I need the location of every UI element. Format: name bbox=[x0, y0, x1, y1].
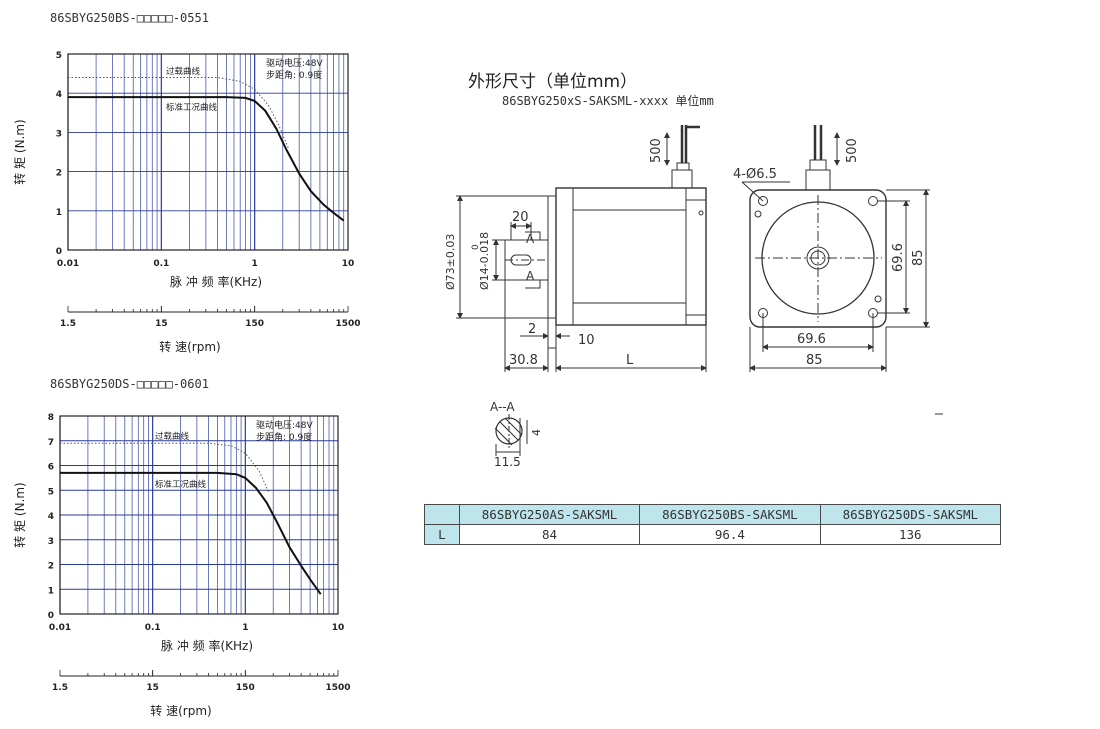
model-length-table: 86SBYG250AS-SAKSML 86SBYG250BS-SAKSML 86… bbox=[424, 504, 1002, 545]
dim-shaft-diameter: Ø14-0.018 bbox=[478, 232, 491, 290]
y-tick-label: 8 bbox=[48, 413, 54, 423]
standard-curve-label: 标准工况曲线 bbox=[155, 479, 207, 490]
chart-title-bs: 86SBYG250BS-□□□□□-0551 bbox=[50, 11, 209, 25]
rpm-tick-label: 150 bbox=[245, 319, 264, 329]
y-tick-label: 1 bbox=[56, 208, 62, 218]
table-row-label: L bbox=[424, 524, 460, 545]
y-tick-label: 3 bbox=[56, 129, 62, 139]
overload-curve-label: 过载曲线 bbox=[155, 431, 190, 442]
rpm-tick-label: 15 bbox=[155, 319, 168, 329]
x-tick-label: 1 bbox=[242, 623, 248, 633]
dim-pilot-diameter: Ø73±0.03 bbox=[444, 234, 457, 290]
x-tick-label: 0.01 bbox=[57, 259, 79, 269]
chart-annotation: 步距角: 0.9度 bbox=[256, 431, 312, 443]
overload-curve bbox=[68, 77, 289, 149]
torque-chart-bs: 0 1 2 3 4 5 0.01 0.1 1 10 脉 冲 频 率(KHz) 转 矩 (N.m) 1.5… bbox=[12, 51, 361, 354]
y-tick-label: 3 bbox=[48, 537, 54, 547]
x-tick-label: 0.01 bbox=[49, 623, 71, 633]
dim-key-depth: 4 bbox=[530, 429, 543, 436]
y-tick-label: 7 bbox=[48, 438, 54, 448]
rpm-tick-label: 150 bbox=[236, 683, 255, 693]
y-tick-label: 0 bbox=[56, 247, 62, 257]
y-tick-label: 2 bbox=[48, 562, 54, 572]
x-tick-label: 10 bbox=[342, 259, 355, 269]
y-tick-label: 4 bbox=[48, 512, 54, 522]
table-cell-as: 84 bbox=[458, 524, 641, 545]
dim-square-horizontal: 85 bbox=[806, 353, 823, 368]
plot-frame bbox=[67, 53, 349, 251]
rpm-tick-label: 1500 bbox=[325, 683, 350, 693]
table-cell-bs: 96.4 bbox=[639, 524, 821, 545]
plot-frame bbox=[59, 415, 339, 615]
y-tick-label: 0 bbox=[48, 611, 54, 621]
table-header-blank bbox=[424, 504, 460, 525]
dim-lead-left: 500 bbox=[649, 138, 664, 163]
dim-flange-thickness: 2 bbox=[528, 322, 536, 337]
chart-title-ds: 86SBYG250DS-□□□□□-0601 bbox=[50, 377, 209, 391]
chart-annotation: 驱动电压:48V bbox=[266, 57, 323, 69]
section-mark-a-bottom: A bbox=[526, 269, 535, 283]
x-tick-label: 0.1 bbox=[153, 259, 169, 269]
dimensions-subtitle: 86SBYG250xS-SAKSML-xxxx 单位mm bbox=[502, 94, 714, 108]
y-tick-label: 6 bbox=[48, 463, 54, 473]
x-axis-label: 脉 冲 频 率(KHz) bbox=[161, 638, 253, 653]
x-tick-label: 10 bbox=[332, 623, 345, 633]
section-a-a bbox=[494, 414, 528, 456]
y-tick-label: 5 bbox=[56, 51, 62, 61]
dim-shaft-tol-upper: 0 bbox=[471, 244, 481, 250]
dim-hole-pitch-horizontal: 69.6 bbox=[797, 332, 826, 347]
y-tick-label: 1 bbox=[48, 586, 54, 596]
front-view bbox=[741, 125, 930, 372]
dim-holes: 4-Ø6.5 bbox=[733, 167, 777, 182]
y-tick-label: 4 bbox=[56, 90, 62, 100]
dim-lead-right: 500 bbox=[845, 138, 860, 163]
dim-body-length: L bbox=[626, 353, 634, 368]
x-axis-label: 脉 冲 频 率(KHz) bbox=[170, 274, 262, 289]
torque-chart-ds: 0 1 2 3 4 5 6 7 8 0.01 0.1 1 10 脉 冲 频 率(KHz) 转 矩 (N.m)… bbox=[12, 413, 351, 718]
rpm-tick-label: 1.5 bbox=[60, 319, 76, 329]
dim-shaft-extension: 30.8 bbox=[509, 353, 538, 368]
dim-flat-width: 11.5 bbox=[494, 455, 521, 469]
dim-square-vertical: 85 bbox=[911, 249, 926, 266]
rpm-tick-label: 1.5 bbox=[52, 683, 68, 693]
x-tick-label: 0.1 bbox=[145, 623, 161, 633]
table-cell-ds: 136 bbox=[819, 524, 1002, 545]
dimensions-title: 外形尺寸（单位mm） bbox=[468, 72, 638, 92]
y-axis-label: 转 矩 (N.m) bbox=[12, 482, 27, 547]
dim-key-length: 20 bbox=[512, 210, 529, 225]
section-mark-a-top: A bbox=[526, 232, 535, 246]
table-header-as: 86SBYG250AS-SAKSML bbox=[458, 504, 641, 525]
rpm-tick-label: 1500 bbox=[335, 319, 360, 329]
chart-annotation: 步距角: 0.9度 bbox=[266, 69, 322, 81]
overload-curve-label: 过载曲线 bbox=[166, 66, 201, 77]
rpm-axis-label: 转 速(rpm) bbox=[159, 339, 220, 354]
rpm-axis-label: 转 速(rpm) bbox=[150, 703, 211, 718]
rpm-tick-label: 15 bbox=[146, 683, 159, 693]
table-header-bs: 86SBYG250BS-SAKSML bbox=[639, 504, 821, 525]
dim-shaft-depth: 10 bbox=[578, 333, 595, 348]
table-header-ds: 86SBYG250DS-SAKSML bbox=[819, 504, 1002, 525]
standard-curve bbox=[68, 96, 345, 222]
y-axis-label: 转 矩 (N.m) bbox=[12, 119, 27, 184]
standard-curve bbox=[60, 471, 322, 595]
chart-plot-area: 0 1 2 3 4 5 6 7 8 0.01 0.1 1 10 脉 冲 频 率(KHz) 转 矩 (N.m)… bbox=[12, 413, 351, 718]
x-tick-label: 1 bbox=[252, 259, 258, 269]
section-a-a-title: A--A bbox=[490, 400, 515, 414]
side-view bbox=[456, 125, 707, 372]
y-tick-label: 5 bbox=[48, 487, 54, 497]
y-tick-label: 2 bbox=[56, 169, 62, 179]
chart-annotation: 驱动电压:48V bbox=[256, 419, 313, 431]
standard-curve-label: 标准工况曲线 bbox=[166, 102, 218, 113]
dim-hole-pitch-vertical: 69.6 bbox=[891, 243, 906, 272]
chart-plot-area: 0 1 2 3 4 5 0.01 0.1 1 10 脉 冲 频 率(KHz) 转 矩 (N.m) 1.5… bbox=[12, 51, 361, 354]
